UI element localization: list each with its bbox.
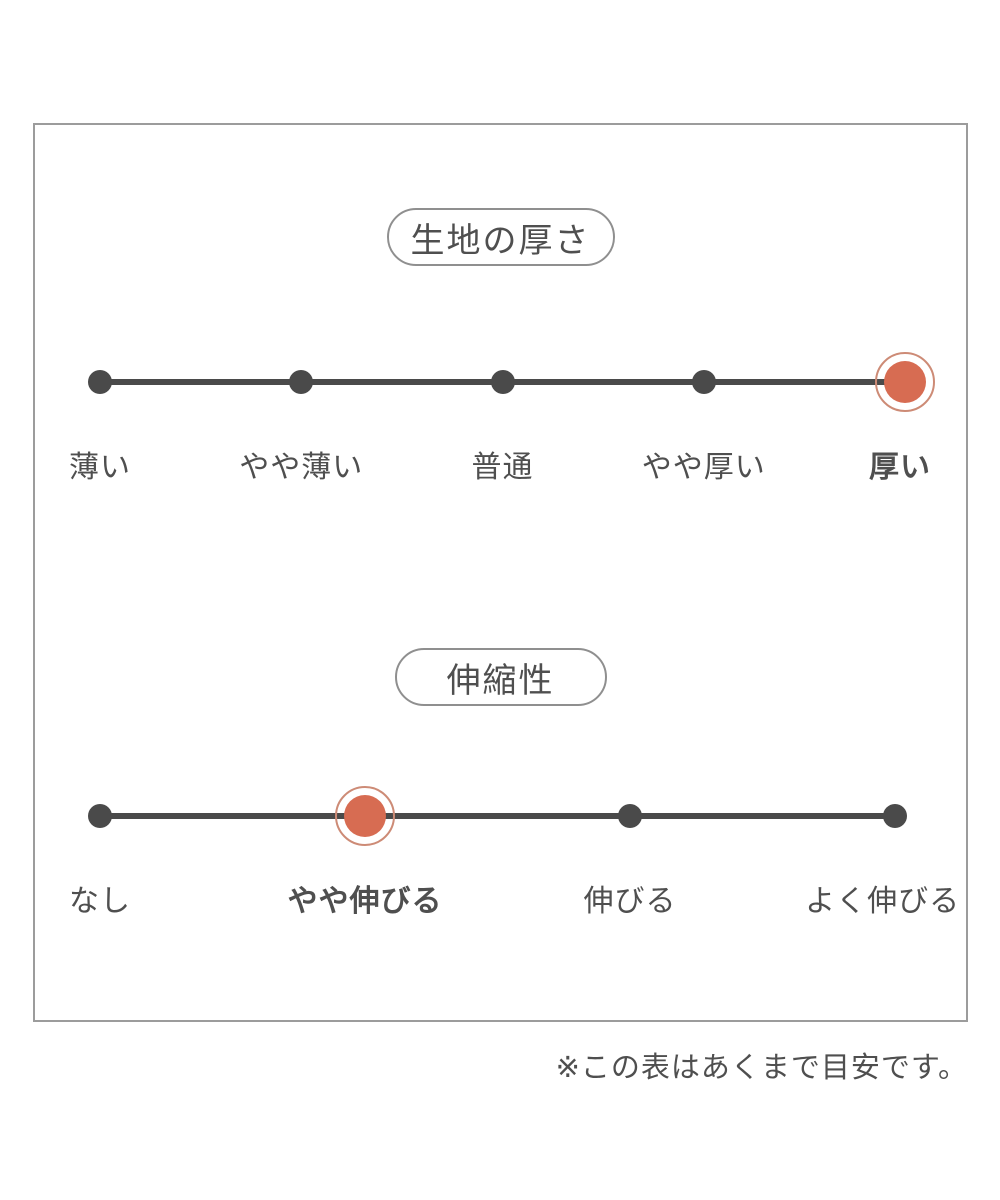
- scale-title: 伸縮性: [446, 661, 555, 700]
- scale-point-label: やや厚い: [641, 451, 766, 484]
- scale-dot: [289, 370, 314, 394]
- scale-point-label: 厚い: [869, 451, 932, 484]
- scale-point-label: やや伸びる: [287, 885, 443, 918]
- scale-dot: [617, 804, 642, 828]
- scale-point-label: やや薄い: [239, 451, 364, 484]
- scale-title: 生地の厚さ: [410, 221, 591, 260]
- scale-point-label: 普通: [471, 451, 534, 484]
- scale-dot-selected: [875, 352, 935, 412]
- scale-dot-selected: [334, 786, 395, 846]
- scale-dot: [88, 370, 112, 394]
- footnote-disclaimer: ※この表はあくまで目安です。: [555, 1052, 968, 1084]
- scale-point-label: 伸びる: [583, 885, 677, 918]
- scale-dot: [88, 804, 112, 828]
- scale-title-pill: 生地の厚さ: [386, 208, 615, 266]
- scale-dot: [490, 370, 515, 394]
- scale-point-label: 薄い: [69, 451, 131, 484]
- scale-point-label: なし: [69, 885, 131, 918]
- scale-line: [100, 813, 895, 819]
- scale-point-label: よく伸びる: [805, 885, 961, 918]
- spec-panel: 生地の厚さ 薄い やや薄い 普通 やや厚い 厚い 伸縮性 なし やや伸びる 伸びる よく伸びる: [33, 123, 968, 1022]
- scale-dot: [883, 804, 907, 828]
- scale-dot: [691, 370, 716, 394]
- scale-title-pill: 伸縮性: [394, 648, 607, 706]
